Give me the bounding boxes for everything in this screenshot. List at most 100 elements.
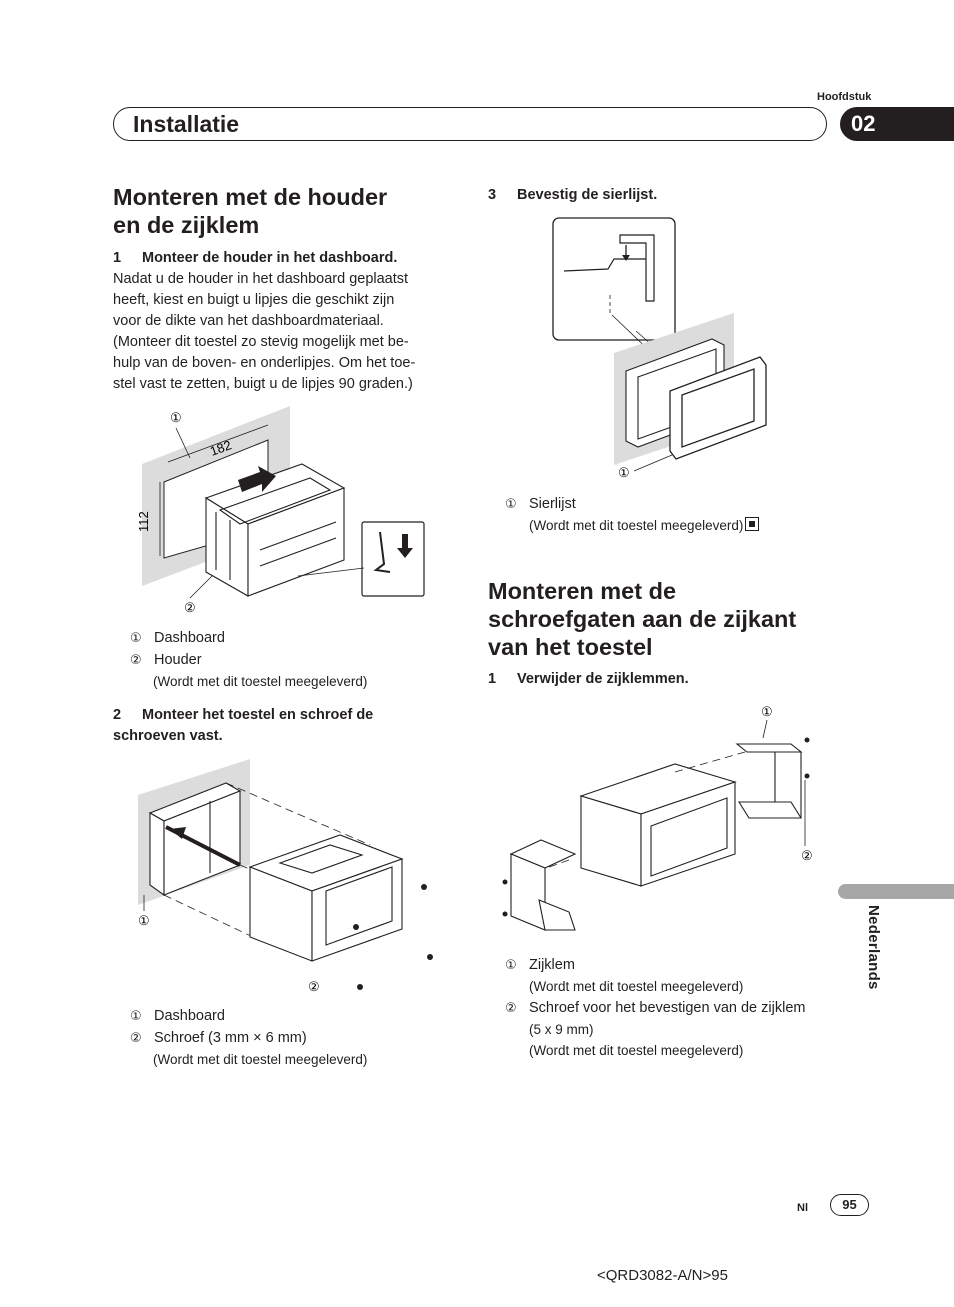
bend-arrow [397, 534, 413, 558]
legend-note: (Wordt met dit toestel meegeleverd) [153, 674, 368, 689]
step-title: Monteer het toestel en schroef de [142, 707, 374, 723]
legend-text: Schroef voor het bevestigen van de zijkl… [529, 1000, 806, 1016]
stop-square-icon [745, 517, 760, 531]
callout-1: ① [761, 704, 773, 719]
callout-1: ① [138, 913, 150, 928]
trim-ring-figure: ① [552, 217, 767, 480]
legend-text: Schroef (3 mm × 6 mm) [154, 1030, 307, 1046]
legend-text: Dashboard [154, 630, 225, 646]
insert-arrow [238, 466, 276, 492]
bracket-screws [804, 737, 810, 779]
callout-1: ① [170, 410, 182, 425]
inset-arrow-head [622, 255, 630, 261]
legend-item: ① Dashboard [130, 627, 470, 649]
mount-unit-figure: ① ② [138, 759, 433, 994]
page-title: Installatie [133, 111, 240, 137]
head-unit [579, 763, 737, 887]
legend-note: (Wordt met dit toestel meegeleverd) [529, 979, 744, 994]
document-code: <QRD3082-A/N>95 [597, 1267, 728, 1284]
step-1-body: Nadat u de houder in het dashboard gepla… [113, 269, 463, 395]
section-title-line: schroefgaten aan de zijkant [488, 606, 797, 632]
callout-leader [762, 719, 768, 739]
legend-figure-4: ① Zijklem (Wordt met dit toestel meegelev… [505, 954, 835, 1061]
insert-arrow-head [170, 827, 186, 839]
legend-item: ① Sierlijst [505, 493, 825, 515]
step-1-heading: 1 Monteer de houder in het dashboard. [113, 248, 463, 269]
inset-profile [563, 258, 650, 272]
callout-1: ① [618, 465, 630, 480]
callout-2: ② [184, 600, 196, 615]
step-title: Verwijder de zijklemmen. [517, 671, 689, 687]
language-label: Nederlands [865, 905, 882, 990]
body-line: Nadat u de houder in het dashboard gepla… [113, 271, 409, 287]
legend-note: (5 x 9 mm) [529, 1022, 594, 1037]
inset-leader [297, 567, 365, 577]
dim-height-label: 112 [136, 511, 151, 532]
holder-cage [148, 782, 242, 897]
legend-number: ① [130, 630, 142, 645]
legend-text: Dashboard [154, 1008, 225, 1024]
step-number: 1 [488, 671, 497, 687]
tab-bend-inset [361, 521, 425, 597]
side-bracket-left [509, 839, 577, 931]
width-dimension-line [167, 424, 269, 463]
section-title-line: en de zijklem [113, 212, 260, 238]
footer-language-code: Nl [797, 1202, 808, 1214]
step-b1-heading: 1 Verwijder de zijklemmen. [488, 669, 838, 690]
callout-2: ② [801, 848, 813, 863]
step-number: 3 [488, 187, 497, 203]
body-line: hulp van de boven- en onderlipjes. Om he… [113, 355, 416, 371]
legend-number: ② [130, 1030, 142, 1045]
step-3-heading: 3 Bevestig de sierlijst. [488, 185, 838, 206]
step-number: 1 [113, 250, 122, 266]
body-line: heeft, kiest en buigt u lipjes die gesch… [113, 292, 395, 308]
step-title: Monteer de houder in het dashboard. [142, 250, 398, 266]
legend-number: ② [505, 1000, 517, 1015]
head-unit [248, 834, 404, 962]
screwdriver [373, 531, 391, 573]
screws [353, 884, 433, 990]
step-title: Bevestig de sierlijst. [517, 187, 658, 203]
bracket-screws [502, 879, 508, 917]
chapter-number-badge: 02 [840, 107, 954, 141]
body-line: (Monteer dit toestel zo stevig mogelijk … [113, 334, 409, 350]
legend-figure-3: ① Sierlijst (Wordt met dit toestel meegel… [505, 493, 825, 536]
chapter-label: Hoofdstuk [817, 91, 872, 103]
section-heading-side-screws: Monteren met de schroefgaten aan de zijk… [488, 577, 838, 661]
legend-text: Zijklem [529, 957, 575, 973]
callout-leader [189, 575, 213, 599]
header-bar [113, 107, 827, 141]
section-title-line: Monteren met de [488, 578, 677, 604]
legend-number: ① [505, 957, 517, 972]
legend-item: ② Schroef (3 mm × 6 mm) [130, 1027, 470, 1049]
legend-item: ② Houder [130, 649, 470, 671]
page-number: 95 [830, 1194, 869, 1216]
body-line: stel vast te zetten, buigt u de lipjes 9… [113, 376, 413, 392]
dim-width-label: 182 [208, 437, 234, 459]
legend-text: Houder [154, 652, 202, 668]
legend-item: ② Schroef voor het bevestigen van de zijk… [505, 997, 835, 1019]
language-tab [838, 884, 954, 899]
legend-number: ② [130, 652, 142, 667]
legend-text: Sierlijst [529, 496, 576, 512]
callout-2: ② [308, 979, 320, 994]
step-title: schroeven vast. [113, 728, 223, 744]
trim-ring [669, 356, 767, 460]
side-bracket-figure: ① ② [502, 704, 813, 931]
callout-leader [633, 454, 673, 472]
step-2-heading: 2 Monteer het toestel en schroef de schro… [113, 705, 463, 747]
legend-item: ① Zijklem [505, 954, 835, 976]
legend-note: (Wordt met dit toestel meegeleverd) [153, 1052, 368, 1067]
holder-dashboard-figure: 182 112 ① ② [136, 406, 425, 615]
section-heading-holder: Monteren met de houder en de zijklem [113, 183, 463, 239]
legend-number: ① [505, 496, 517, 511]
side-bracket-right [735, 743, 803, 819]
legend-note: (Wordt met dit toestel meegeleverd) [529, 1043, 744, 1058]
legend-note: (Wordt met dit toestel meegeleverd) [529, 518, 744, 533]
inset-trim-section [619, 234, 655, 302]
legend-figure-1: ① Dashboard ② Houder (Wordt met dit toeste… [130, 627, 470, 692]
step-number: 2 [113, 707, 122, 723]
section-title-line: Monteren met de houder [113, 184, 388, 210]
